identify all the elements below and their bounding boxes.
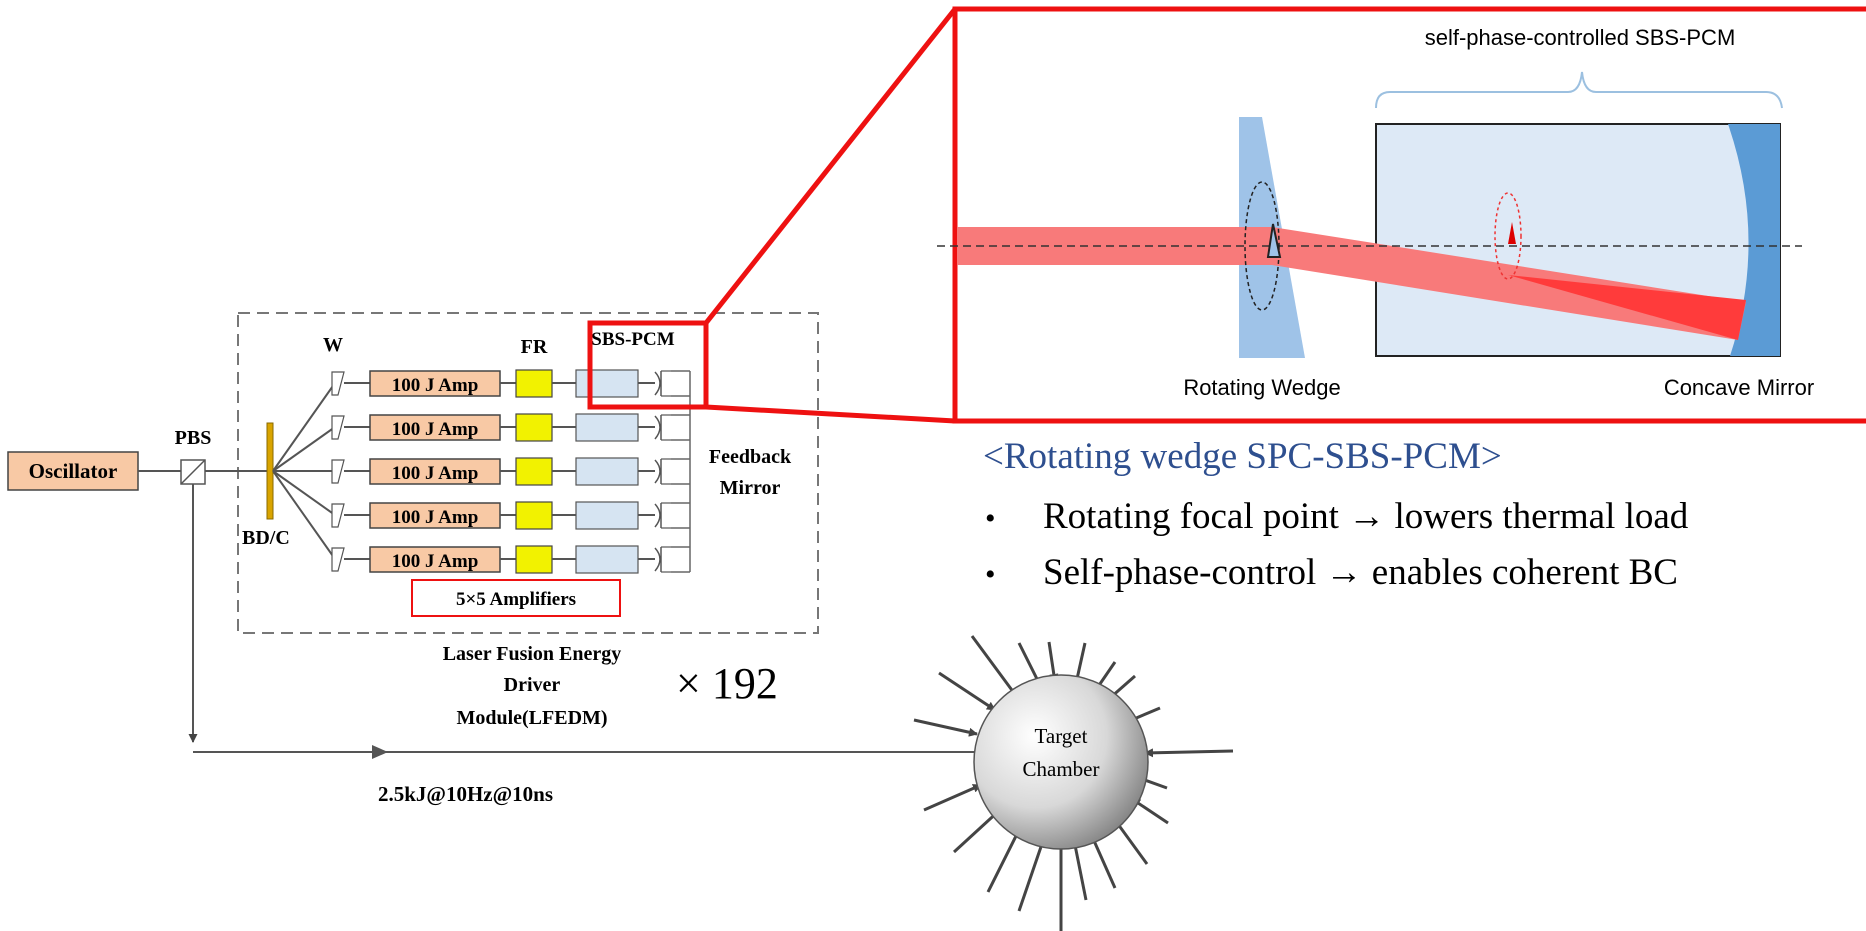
amplifiers-box — [411, 579, 621, 617]
amp-label: 100 J Amp — [392, 463, 479, 484]
amp-row-1: 100 J Amp — [331, 369, 671, 398]
beam-fan — [272, 382, 336, 560]
fr-box — [515, 501, 553, 530]
feedback-mirror-element — [654, 415, 661, 440]
target-label-2: Chamber — [1023, 757, 1100, 781]
concave-mirror — [1728, 124, 1780, 356]
focus-rotation-ellipse — [1494, 192, 1522, 280]
amp-row-2: 100 J Amp — [331, 413, 671, 442]
wedge-icon — [331, 371, 345, 396]
wedge-icon — [331, 415, 345, 440]
feedback-mirror-element — [654, 371, 661, 396]
target-label-1: Target — [1035, 724, 1088, 748]
caption-heading: <Rotating wedge SPC-SBS-PCM> — [983, 436, 1502, 477]
laser-beam-refracted — [1272, 227, 1746, 340]
feedback-mirror-element — [654, 503, 661, 528]
pcm-cell — [575, 457, 639, 486]
w-label: W — [323, 334, 343, 356]
amp-label: 100 J Amp — [392, 375, 479, 396]
feedback-bus — [671, 370, 691, 573]
pbs-label: PBS — [175, 427, 212, 449]
pcm-cell — [575, 413, 639, 442]
zoom-connector-top — [704, 7, 957, 325]
zoom-source-box — [587, 320, 709, 410]
feedback-mirror-element — [654, 547, 661, 572]
fr-box — [515, 457, 553, 486]
pcm-cell — [575, 369, 639, 398]
wedge-rotation-ellipse — [1244, 181, 1280, 311]
fr-box — [515, 545, 553, 574]
amplifiers-label: 5×5 Amplifiers — [456, 589, 576, 610]
pcm-cell — [575, 545, 639, 574]
lfedm-label-1: Laser Fusion Energy — [443, 643, 622, 665]
multiplier-label: × 192 — [676, 659, 778, 708]
lfedm-module-box — [237, 312, 819, 634]
feedback-label-2: Mirror — [720, 477, 781, 499]
caption-bullet-dot-1: • — [985, 502, 996, 535]
inset-title: self-phase-controlled SBS-PCM — [1425, 25, 1736, 50]
amp-label: 100 J Amp — [392, 551, 479, 572]
wedge-icon — [331, 503, 345, 528]
pbs-diagonal — [180, 459, 206, 485]
lfedm-label-2: Driver — [504, 674, 561, 696]
feedback-label-1: Feedback — [709, 446, 792, 468]
amp-label: 100 J Amp — [392, 419, 479, 440]
bdc-label: BD/C — [242, 527, 290, 549]
caption-bullet-2: Self-phase-control → enables coherent BC — [1043, 552, 1678, 593]
amp-label: 100 J Amp — [392, 507, 479, 528]
rotating-wedge-label: Rotating Wedge — [1183, 375, 1340, 400]
zoom-connector-bottom — [705, 404, 956, 424]
amp-row-3: 100 J Amp — [331, 457, 671, 486]
amp-row-5: 100 J Amp — [331, 545, 671, 574]
wedge-marker — [1266, 223, 1282, 258]
target-chamber-sphere — [973, 674, 1149, 850]
amp-row-4: 100 J Amp — [331, 501, 671, 530]
caption-bullet-dot-2: • — [985, 558, 996, 591]
fr-label: FR — [521, 336, 548, 358]
lfedm-label-3: Module(LFEDM) — [456, 707, 607, 729]
focus-marker — [1508, 222, 1516, 244]
feedback-mirror-element — [654, 459, 661, 484]
fr-box — [515, 413, 553, 442]
beam-arrow-mid — [372, 745, 388, 759]
laser-beam-in — [957, 227, 1272, 265]
wedge-icon — [331, 459, 345, 484]
wedge-icon — [331, 547, 345, 572]
laser-beam-focus — [1508, 275, 1746, 340]
output-energy-label: 2.5kJ@10Hz@10ns — [378, 782, 553, 806]
pcm-cell — [575, 501, 639, 530]
oscillator-label: Oscillator — [29, 459, 118, 483]
bdc-plate — [266, 422, 274, 520]
concave-mirror-label: Concave Mirror — [1664, 375, 1814, 400]
caption-bullet-1: Rotating focal point → lowers thermal lo… — [1043, 496, 1689, 537]
inset-brace — [1375, 71, 1783, 109]
sbs-pcm-label: SBS-PCM — [591, 329, 674, 350]
fr-box — [515, 369, 553, 398]
